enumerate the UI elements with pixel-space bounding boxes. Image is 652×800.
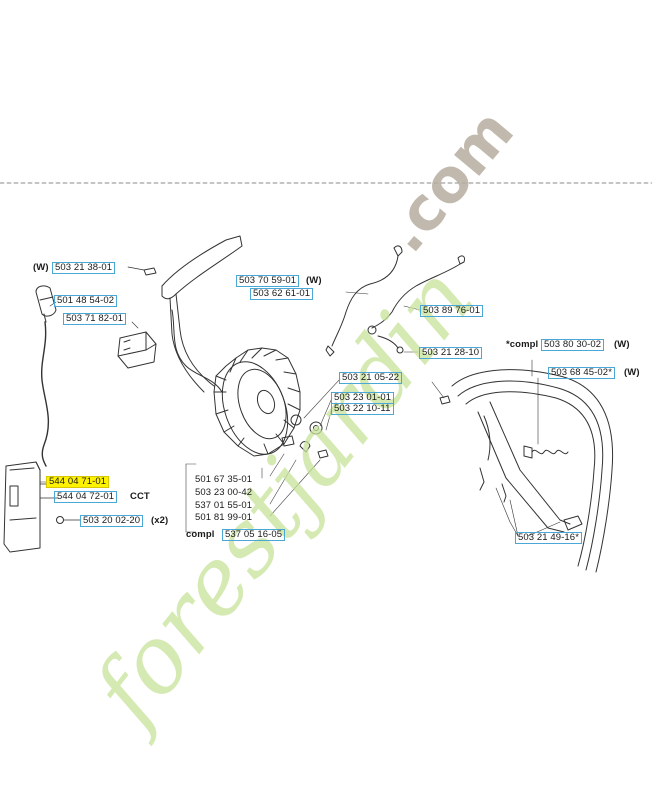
cct-marker: CCT — [130, 491, 150, 502]
connector-block — [117, 331, 157, 369]
part-503-70-59-01: 503 70 59-01 — [236, 275, 300, 287]
part-503-89-76-01: 503 89 76-01 — [420, 305, 484, 317]
part-503-22-10-11: 503 22 10-11 — [331, 403, 394, 415]
part-503-21-38-01: 503 21 38-01 — [52, 262, 116, 274]
flywheel-nut — [281, 414, 329, 459]
part-503-71-82-01: 503 71 82-01 — [63, 313, 127, 325]
watermark-brand: forestjardin .com — [69, 96, 527, 748]
variant-w-marker: (W) — [614, 339, 630, 350]
handle-bar — [431, 359, 614, 573]
part-503-21-28-10: 503 21 28-10 — [419, 347, 483, 359]
part-544-04-71-01: 544 04 71-01 — [46, 476, 110, 488]
part-503-20-02-20: 503 20 02-20 — [80, 515, 144, 527]
part-501-81-99-01: 501 81 99-01 — [195, 512, 253, 523]
cover-bracket — [161, 235, 243, 393]
part-503-62-61-01: 503 62 61-01 — [250, 288, 314, 300]
part-503-21-05-22: 503 21 05-22 — [339, 372, 403, 384]
watermark-domain-text: .com — [370, 96, 528, 265]
variant-w-marker: (W) — [33, 262, 49, 273]
ignition-lead — [40, 321, 50, 467]
part-501-48-54-02: 501 48 54-02 — [54, 295, 118, 307]
part-537-01-55-01: 537 01 55-01 — [195, 500, 253, 511]
spark-plug-boot — [35, 285, 57, 323]
part-503-21-49-16: 503 21 49-16* — [515, 532, 582, 544]
top-screw — [127, 266, 157, 276]
compl-marker: compl — [186, 529, 215, 540]
part-503-68-45-02: 503 68 45-02* — [548, 367, 615, 379]
flywheel — [213, 347, 301, 457]
part-544-04-72-01: 544 04 72-01 — [54, 491, 118, 503]
wire-a — [171, 309, 223, 393]
part-503-23-00-42: 503 23 00-42 — [195, 487, 253, 498]
variant-w-marker: (W) — [306, 275, 322, 286]
compl-marker: *compl — [506, 339, 539, 350]
variant-w-marker: (W) — [624, 367, 640, 378]
part-503-80-30-02: 503 80 30-02 — [541, 339, 605, 351]
part-537-05-16-05: 537 05 16-05 — [222, 529, 286, 541]
quantity-marker: (x2) — [151, 515, 169, 526]
module-screw — [56, 516, 81, 524]
part-501-67-35-01: 501 67 35-01 — [195, 474, 253, 485]
cable-assembly — [325, 245, 465, 357]
